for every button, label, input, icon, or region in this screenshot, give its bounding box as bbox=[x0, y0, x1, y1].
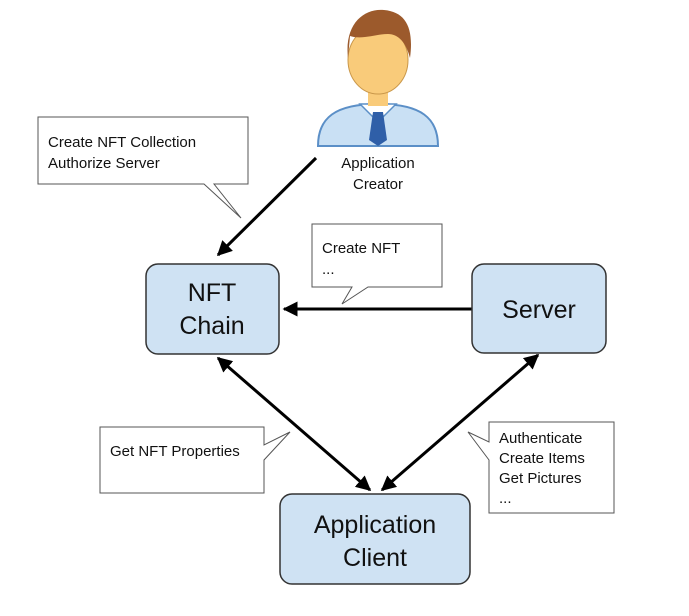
node-nft-chain-box bbox=[145, 263, 280, 355]
actor-label-line-1: Application bbox=[341, 155, 414, 172]
callout-creator-line-1: Create NFT Collection bbox=[48, 134, 196, 151]
callout-server-to-chain-box bbox=[311, 223, 443, 305]
node-nft-chain: NFT Chain bbox=[145, 263, 280, 355]
callout-server-to-chain: Create NFT ... bbox=[311, 223, 443, 305]
callout-client-to-server: Authenticate Create Items Get Pictures .… bbox=[467, 421, 615, 514]
node-nft-chain-line-1: NFT bbox=[188, 279, 237, 307]
callout-client-to-chain: Get NFT Properties bbox=[99, 426, 291, 494]
callout-server-to-chain-line-1: Create NFT bbox=[322, 240, 400, 257]
node-server-box bbox=[471, 263, 607, 354]
person-tie bbox=[369, 112, 387, 146]
node-application-client: Application Client bbox=[279, 493, 471, 585]
callout-creator-line-2: Authorize Server bbox=[48, 155, 160, 172]
callout-client-to-server-line-3: Get Pictures bbox=[499, 470, 582, 487]
arrow-creator-to-chain bbox=[216, 156, 318, 257]
arrow-server-client bbox=[380, 353, 540, 492]
person-hair bbox=[347, 9, 411, 58]
callout-server-to-chain-line-2: ... bbox=[322, 261, 335, 278]
callout-creator-box bbox=[37, 116, 249, 219]
person-icon bbox=[316, 9, 440, 147]
callout-client-to-server-line-2: Create Items bbox=[499, 450, 585, 467]
connector-arrows bbox=[216, 156, 540, 492]
node-application-client-line-2: Client bbox=[343, 544, 407, 572]
node-server: Server bbox=[471, 263, 607, 354]
callout-client-to-chain-line-1: Get NFT Properties bbox=[110, 443, 240, 460]
actor-label-line-2: Creator bbox=[353, 176, 403, 193]
arrow-chain-client bbox=[216, 356, 372, 492]
node-nft-chain-line-2: Chain bbox=[179, 312, 244, 340]
callout-client-to-chain-box bbox=[99, 426, 291, 494]
node-application-client-box bbox=[279, 493, 471, 585]
callout-client-to-server-line-1: Authenticate bbox=[499, 430, 582, 447]
application-creator-actor: Application Creator bbox=[316, 9, 440, 193]
callout-client-to-server-line-4: ... bbox=[499, 490, 512, 507]
node-application-client-line-1: Application bbox=[314, 511, 436, 539]
callout-creator: Create NFT Collection Authorize Server bbox=[37, 116, 249, 219]
node-server-line-1: Server bbox=[502, 296, 576, 324]
